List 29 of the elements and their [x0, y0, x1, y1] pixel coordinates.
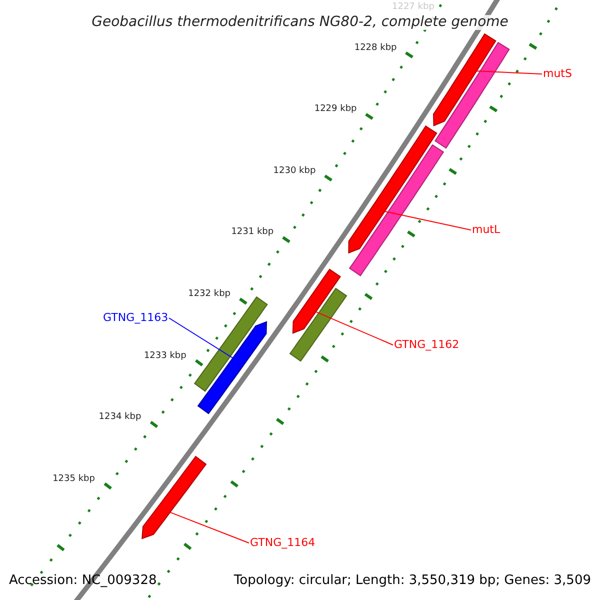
gene-arrow [348, 125, 438, 254]
gene-bar [434, 42, 510, 149]
tick-label: 1234 kbp [98, 413, 142, 424]
gene-bar [290, 288, 348, 362]
gene-label: GTNG_1162 [394, 339, 460, 352]
tick-label: 1230 kbp [273, 166, 316, 177]
leader-line [168, 318, 234, 358]
tick-label: 1233 kbp [144, 352, 186, 362]
leader-line [170, 512, 250, 544]
gene-arrow [142, 456, 207, 540]
gene-label: mutL [472, 224, 500, 236]
gene-label: mutS [543, 68, 572, 80]
accession-text: Accession: NC_009328 [9, 574, 157, 588]
tick-label: 1228 kbp [354, 44, 397, 54]
leader-line [315, 311, 394, 346]
leader-line [384, 210, 472, 230]
gene-label: GTNG_1163 [103, 312, 168, 324]
tick-label: 1231 kbp [231, 228, 274, 238]
leader-line [476, 70, 542, 74]
gene-arrow [433, 33, 496, 126]
genome-info-text: Topology: circular; Length: 3,550,319 bp; Genes: 3,509 [234, 574, 591, 588]
gene-arrow [198, 321, 268, 414]
gene-label: GTNG_1164 [250, 537, 316, 550]
tick-label: 1229 kbp [314, 105, 357, 116]
gene-arrow [292, 268, 341, 334]
gene-bar [194, 296, 268, 392]
tick-label: 1232 kbp [188, 290, 230, 300]
tick-label: 1235 kbp [52, 474, 95, 485]
gene-bar [348, 144, 444, 276]
